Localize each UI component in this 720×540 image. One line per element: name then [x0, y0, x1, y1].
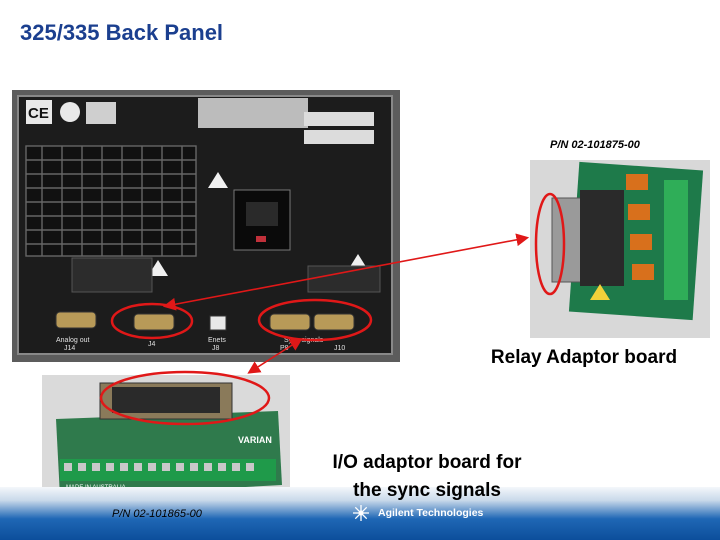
label-j14: J14 [64, 345, 75, 352]
agilent-logo: Agilent Technologies [352, 504, 483, 522]
spark-icon [353, 505, 369, 521]
io-part-number: P/N 02-101865-00 [112, 508, 202, 520]
label-enets: Enets [208, 337, 226, 344]
label-j10: J10 [334, 345, 345, 352]
relay-caption: Relay Adaptor board [490, 347, 678, 368]
relay-part-number: P/N 02-101875-00 [550, 139, 640, 151]
io-caption-line2: the sync signals [353, 480, 501, 501]
label-j4: J4 [148, 341, 156, 348]
label-analog-out: Analog out [56, 337, 90, 344]
ce-mark: CE [28, 105, 49, 122]
io-caption-line1: I/O adaptor board for [332, 452, 522, 473]
page-title: 325/335 Back Panel [20, 20, 224, 45]
io-board-photo: VARIAN MADE IN AUSTRALIA [42, 375, 290, 505]
back-panel-photo: CE [12, 90, 400, 362]
relay-board-photo [530, 160, 710, 338]
label-varian: VARIAN [238, 435, 272, 445]
label-p8: P8 [280, 345, 289, 352]
label-sync-signals: Sync signals [284, 337, 324, 344]
label-j8: J8 [212, 345, 220, 352]
brand-name: Agilent Technologies [378, 507, 484, 519]
